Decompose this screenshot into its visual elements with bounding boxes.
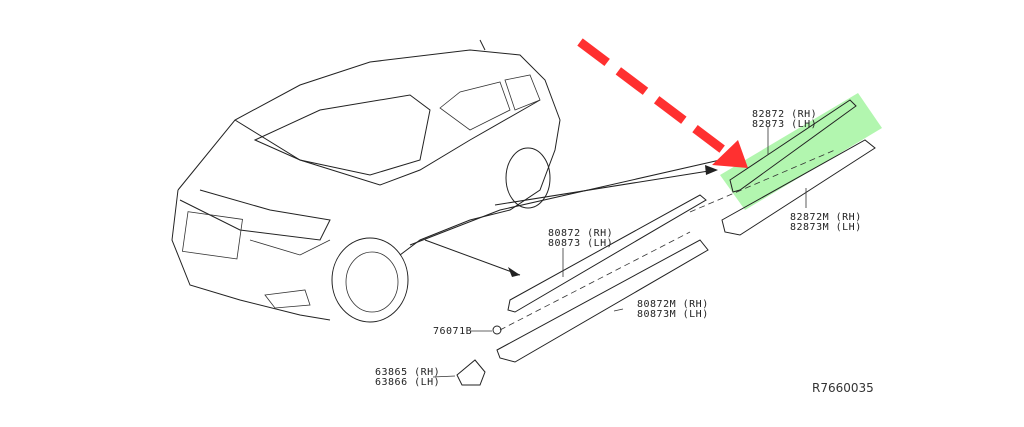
red-arrow-indicator	[577, 38, 748, 168]
label-82872: 82872 (RH)	[752, 109, 817, 120]
label-82873: 82873 (LH)	[752, 119, 817, 130]
part-82872-molding[interactable]	[729, 99, 857, 193]
label-63865: 63865 (RH)	[375, 367, 440, 378]
label-80872m: 80872M (RH)	[637, 299, 709, 310]
vehicle-illustration	[171, 39, 721, 323]
label-80873m: 80873M (LH)	[637, 309, 709, 320]
part-80872m-sill[interactable]	[496, 239, 709, 363]
part-80872-molding[interactable]	[507, 194, 707, 313]
part-82872m-sill[interactable]	[721, 139, 876, 236]
highlight-region	[720, 93, 882, 210]
label-82872m: 82872M (RH)	[790, 212, 862, 223]
label-80873: 80873 (LH)	[548, 238, 613, 249]
part-63865-cap[interactable]	[456, 359, 486, 386]
label-76071b: 76071B	[433, 326, 472, 337]
label-82873m: 82873M (LH)	[790, 222, 862, 233]
diagram-id: R7660035	[812, 381, 874, 395]
label-63866: 63866 (LH)	[375, 377, 440, 388]
part-76071b-clip[interactable]	[492, 325, 502, 335]
label-80872: 80872 (RH)	[548, 228, 613, 239]
